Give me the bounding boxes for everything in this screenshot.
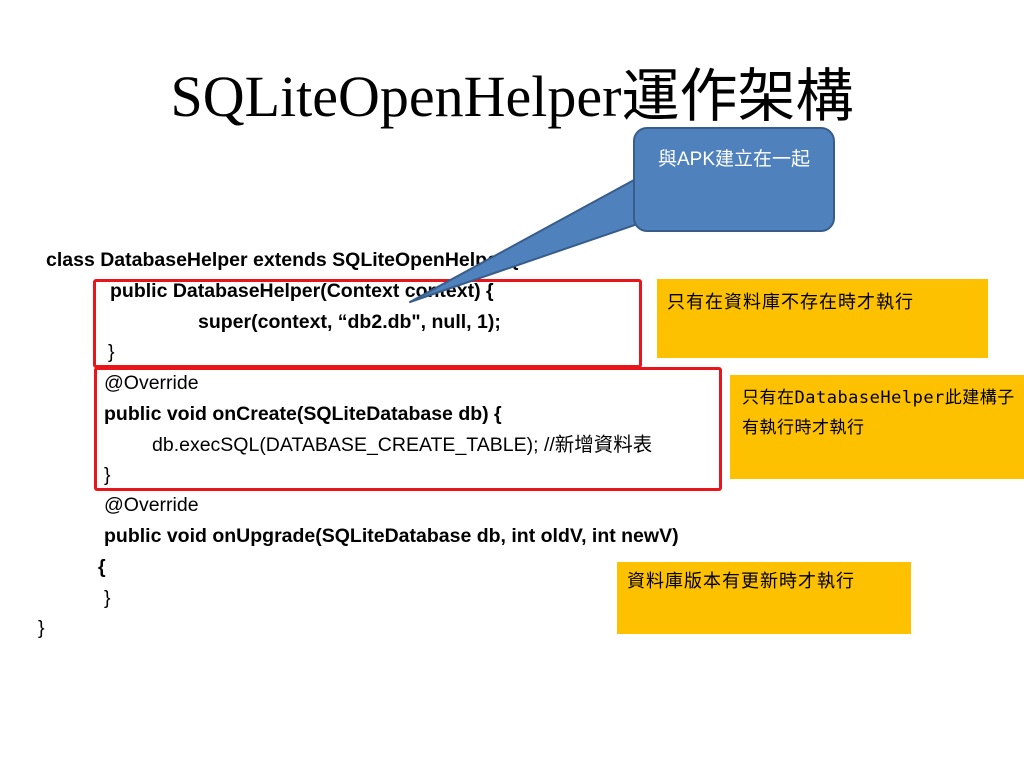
note-onupgrade-text: 資料庫版本有更新時才執行 <box>627 571 855 592</box>
code-line-oncreate: public void onCreate(SQLiteDatabase db) … <box>104 403 502 425</box>
code-line-constructor-close: } <box>108 341 115 363</box>
code-line-execsql: db.execSQL(DATABASE_CREATE_TABLE); //新增資… <box>152 434 653 456</box>
code-line-onupgrade: public void onUpgrade(SQLiteDatabase db,… <box>104 525 679 547</box>
note-constructor-text: 只有在資料庫不存在時才執行 <box>667 292 914 313</box>
note-onupgrade: 資料庫版本有更新時才執行 <box>617 562 911 634</box>
callout-bubble: 與APK建立在一起 <box>633 127 835 232</box>
code-line-constructor: public DatabaseHelper(Context context) { <box>110 280 494 302</box>
code-line-oncreate-close: } <box>104 464 111 486</box>
code-line-class-decl: class DatabaseHelper extends SQLiteOpenH… <box>46 249 519 271</box>
code-line-onupgrade-open: { <box>98 556 106 578</box>
code-line-override-2: @Override <box>104 494 199 516</box>
code-line-onupgrade-close: } <box>104 587 111 609</box>
code-line-super-call: super(context, “db2.db", null, 1); <box>198 311 501 333</box>
highlight-box-oncreate <box>94 367 722 491</box>
note-constructor: 只有在資料庫不存在時才執行 <box>657 279 988 358</box>
code-line-override-1: @Override <box>104 372 199 394</box>
note-oncreate: 只有在DatabaseHelper此建構子有執行時才執行 <box>730 375 1024 479</box>
note-oncreate-text: 只有在DatabaseHelper此建構子有執行時才執行 <box>742 388 1015 438</box>
callout-text: 與APK建立在一起 <box>657 149 811 170</box>
highlight-box-constructor <box>93 279 642 368</box>
code-line-class-close: } <box>38 617 45 639</box>
slide-title: SQLiteOpenHelper運作架構 <box>170 64 854 129</box>
